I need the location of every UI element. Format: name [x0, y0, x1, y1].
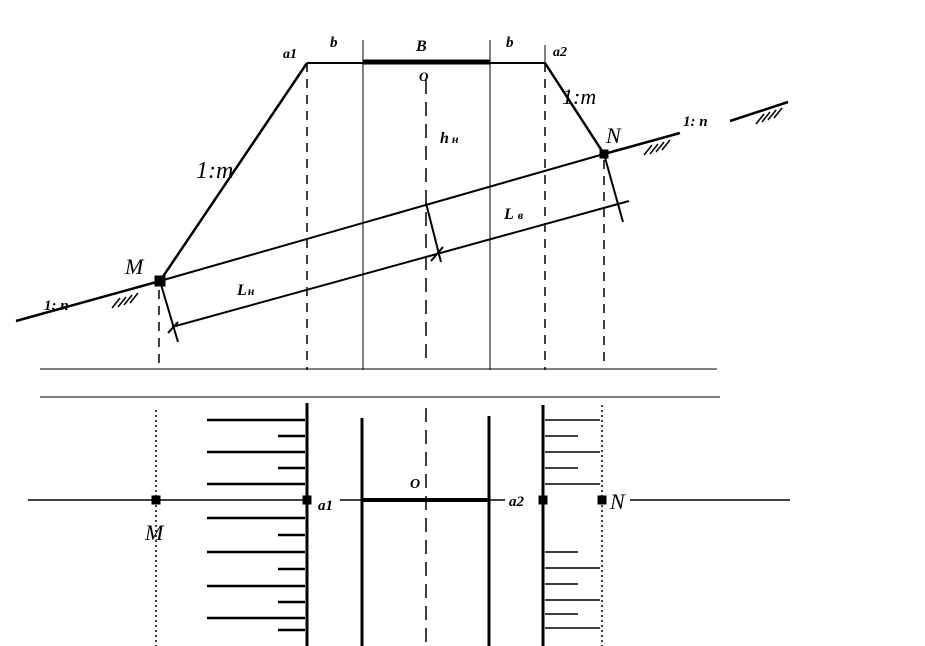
plan-label-n: N — [609, 489, 626, 514]
tick-at-m — [167, 321, 179, 334]
label-axis-o: O — [419, 69, 429, 84]
plan-label-m: M — [144, 520, 165, 545]
plan-point-a1-marker — [302, 495, 312, 505]
point-n-marker — [599, 149, 609, 159]
plan-point-n-marker — [597, 495, 607, 505]
point-m-marker — [154, 275, 166, 287]
normal-at-m — [159, 280, 179, 343]
label-b-right: b — [506, 35, 514, 51]
ground-line-right — [603, 131, 681, 156]
label-ground-slope-left: 1: n — [44, 298, 69, 314]
cross-section-view — [15, 40, 789, 370]
plan-point-a2-marker — [538, 495, 548, 505]
label-a2: a2 — [553, 45, 567, 60]
m-n-chord — [159, 153, 605, 282]
ground-hatch-left — [111, 292, 139, 309]
label-carriageway: B — [415, 38, 427, 55]
label-b-left: b — [330, 35, 338, 51]
plan-point-m-marker — [151, 495, 161, 505]
label-slope-m-left: 1:m — [196, 158, 233, 184]
plan-labels: M N a1 a2 O — [144, 477, 626, 545]
plan-view — [28, 403, 790, 646]
plan-label-axis-o: O — [410, 477, 420, 492]
right-embankment-slope — [543, 62, 606, 155]
plan-hatch-left — [207, 418, 305, 632]
plan-label-a2: a2 — [509, 494, 525, 510]
normal-at-n — [603, 153, 624, 223]
label-slope-m-right: 1:m — [562, 84, 596, 109]
plan-label-a1: a1 — [318, 498, 333, 514]
label-point-m: M — [124, 254, 145, 279]
ground-line-right-far — [729, 100, 789, 123]
ground-hatch-right — [755, 107, 783, 125]
ground-line-left — [15, 279, 161, 323]
tick-at-axis — [430, 246, 444, 262]
plan-hatch-right — [545, 419, 600, 629]
label-length-lower: Lн — [236, 282, 255, 299]
ground-hatch-mid — [643, 139, 671, 156]
length-dimension-line — [171, 200, 630, 328]
left-embankment-slope — [158, 62, 309, 282]
label-ground-slope-right: 1: n — [683, 114, 708, 130]
label-point-n: N — [605, 123, 622, 148]
label-a1: a1 — [283, 47, 297, 62]
